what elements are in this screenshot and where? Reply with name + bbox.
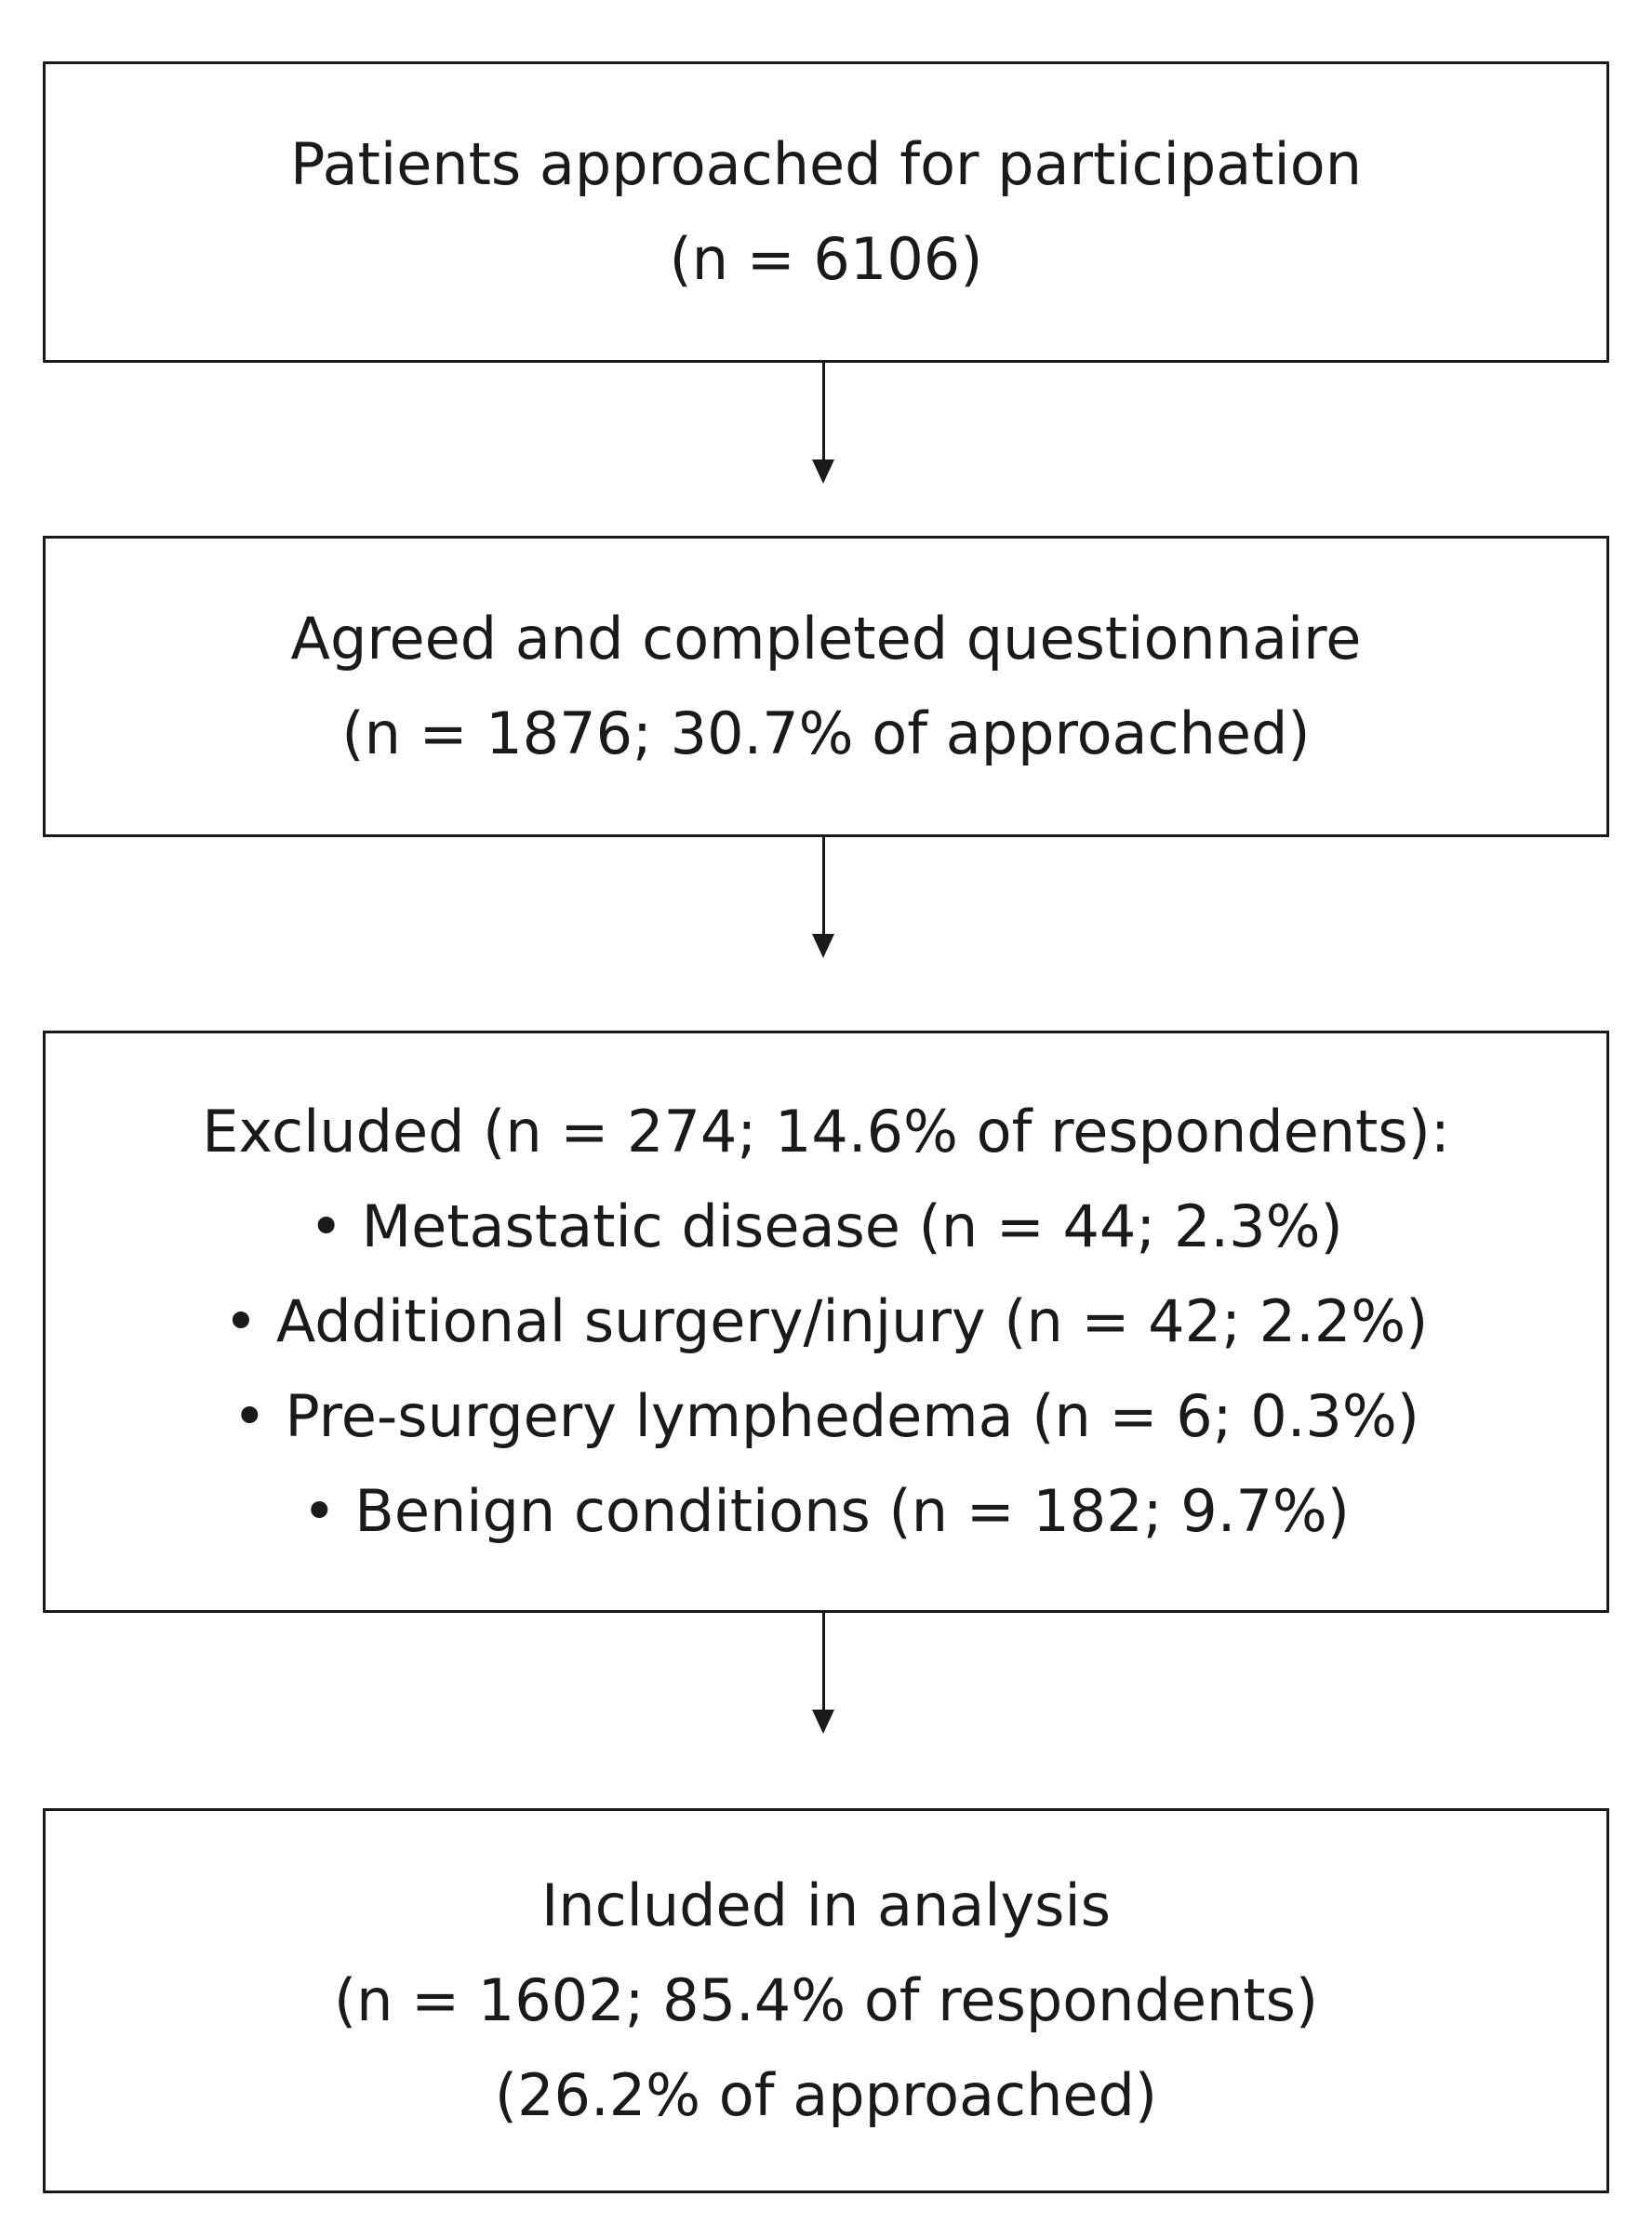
approached-box: Patients approached for participation (n…	[43, 61, 1609, 363]
arrow-head	[812, 1710, 834, 1734]
included-count: (n = 1602; 85.4% of respondents)	[333, 1966, 1319, 2034]
approached-count: (n = 6106)	[669, 225, 983, 293]
excluded-reason-metastatic: • Metastatic disease (n = 44; 2.3%)	[309, 1192, 1343, 1260]
arrow-shaft	[822, 363, 825, 461]
arrow-shaft	[822, 837, 825, 936]
included-box: Included in analysis (n = 1602; 85.4% of…	[43, 1808, 1609, 2193]
approached-title: Patients approached for participation	[290, 130, 1362, 198]
completed-title: Agreed and completed questionnaire	[290, 605, 1362, 672]
arrow-shaft	[822, 1613, 825, 1711]
arrow-head	[812, 934, 834, 958]
completed-count: (n = 1876; 30.7% of approached)	[341, 699, 1311, 767]
excluded-reason-surgery: • Additional surgery/injury (n = 42; 2.2…	[223, 1287, 1429, 1355]
arrow-approached-to-completed	[809, 363, 837, 484]
completed-box: Agreed and completed questionnaire (n = …	[43, 536, 1609, 837]
excluded-reason-lymphedema: • Pre-surgery lymphedema (n = 6; 0.3%)	[233, 1382, 1419, 1450]
included-title: Included in analysis	[540, 1871, 1111, 1939]
excluded-reason-benign: • Benign conditions (n = 182; 9.7%)	[302, 1477, 1350, 1545]
included-share: (26.2% of approached)	[494, 2061, 1158, 2129]
arrow-excluded-to-included	[809, 1613, 837, 1734]
excluded-box: Excluded (n = 274; 14.6% of respondents)…	[43, 1031, 1609, 1613]
arrow-head	[812, 459, 834, 484]
excluded-title: Excluded (n = 274; 14.6% of respondents)…	[202, 1098, 1450, 1165]
arrow-completed-to-excluded	[809, 837, 837, 958]
